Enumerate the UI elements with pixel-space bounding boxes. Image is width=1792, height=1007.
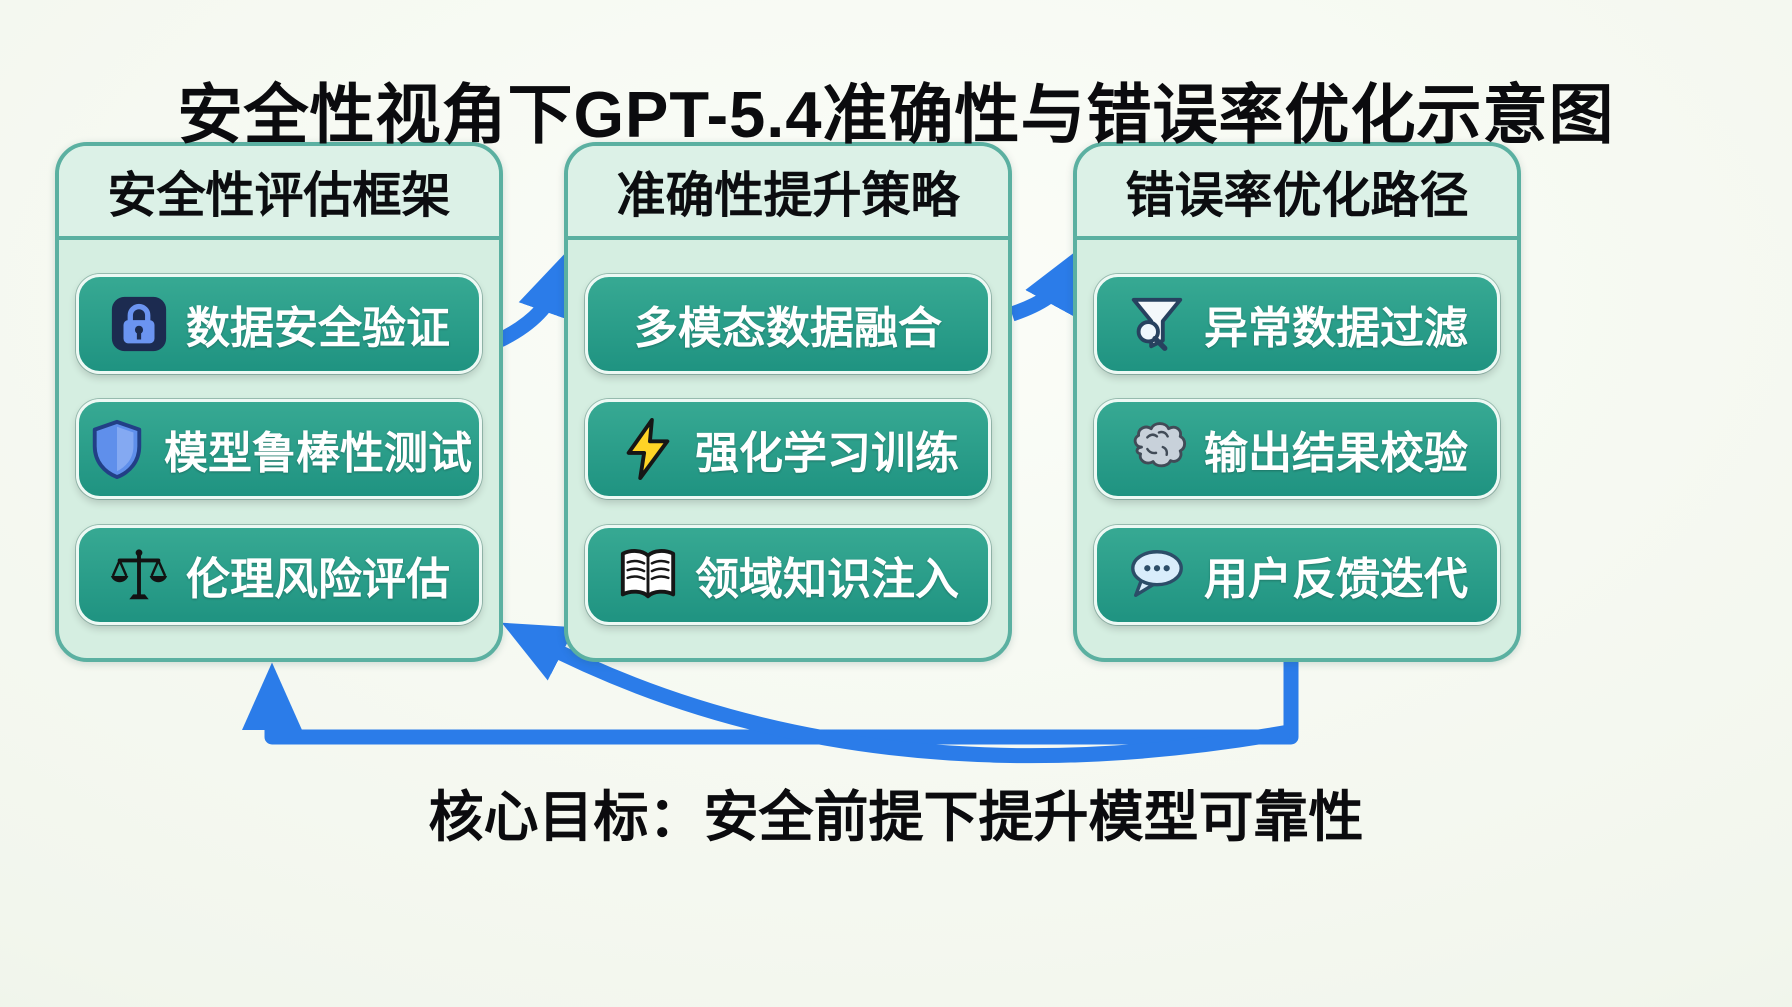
panel-items: 多模态数据融合 强化学习训练 领域知识注入 [568, 240, 1008, 658]
book-icon [617, 544, 679, 606]
core-goal-text: 核心目标：安全前提下提升模型可靠性 [428, 786, 1364, 848]
panel-header: 准确性提升策略 [568, 146, 1008, 240]
pill-label: 异常数据过滤 [1204, 303, 1468, 353]
panel-items: 异常数据过滤 输出结果校验 用户反馈迭代 [1077, 240, 1517, 658]
pill-item: 伦理风险评估 [76, 524, 482, 625]
panel-accuracy: 准确性提升策略 多模态数据融合 强化学习训练 领域知识注入 [564, 142, 1012, 662]
pill-label: 输出结果校验 [1204, 429, 1468, 478]
panel-header: 错误率优化路径 [1077, 146, 1517, 240]
pill-label: 伦理风险评估 [186, 554, 450, 604]
lightning-icon [617, 418, 679, 480]
pill-item: 用户反馈迭代 [1094, 524, 1500, 625]
chat-icon [1126, 544, 1188, 606]
shield-icon [86, 418, 148, 480]
pill-item: 强化学习训练 [585, 399, 991, 499]
pill-label: 用户反馈迭代 [1204, 554, 1468, 604]
diagram-title: 安全性视角下GPT-5.4准确性与错误率优化示意图 [177, 77, 1615, 151]
pill-item: 领域知识注入 [585, 524, 991, 625]
panel-safety: 安全性评估框架 数据安全验证 模型鲁棒性测试 伦理风险评估 [55, 142, 503, 662]
panel-header: 安全性评估框架 [59, 146, 499, 240]
panel-error-rate: 错误率优化路径 异常数据过滤 输出结果校验 用户反馈迭代 [1073, 142, 1521, 662]
pill-item: 模型鲁棒性测试 [76, 399, 482, 499]
pill-item: 数据安全验证 [76, 273, 482, 374]
pill-label: 模型鲁棒性测试 [164, 429, 472, 478]
pill-label: 强化学习训练 [695, 429, 959, 478]
pill-item: 异常数据过滤 [1094, 273, 1500, 374]
lock-icon [108, 293, 170, 355]
pill-label: 多模态数据融合 [634, 303, 942, 353]
pill-label: 数据安全验证 [186, 303, 450, 353]
pill-label: 领域知识注入 [695, 554, 959, 604]
panels-row: 安全性评估框架 数据安全验证 模型鲁棒性测试 伦理风险评估 准确性提升策略 多模… [55, 142, 1521, 662]
panel-items: 数据安全验证 模型鲁棒性测试 伦理风险评估 [59, 240, 499, 658]
scales-icon [108, 544, 170, 606]
brain-icon [1126, 418, 1188, 480]
pill-item: 输出结果校验 [1094, 399, 1500, 499]
pill-item: 多模态数据融合 [585, 273, 991, 374]
arrow-feedback-loop [242, 662, 1299, 745]
funnel-icon [1126, 293, 1188, 355]
